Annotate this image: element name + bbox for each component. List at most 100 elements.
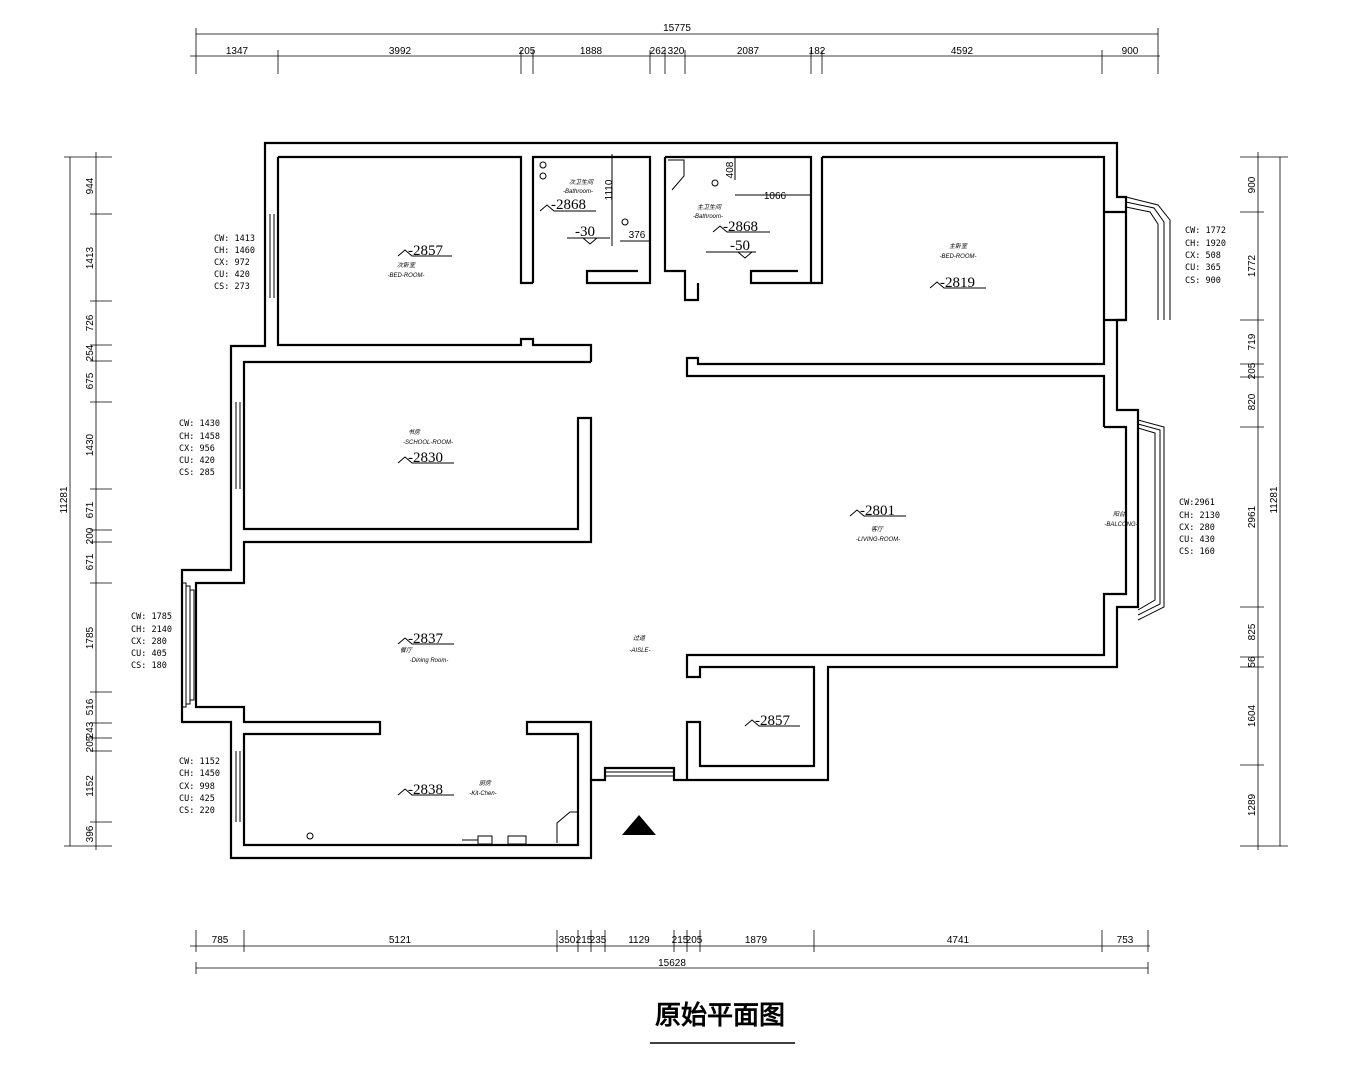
dim-bottom-seg: 5121: [389, 935, 412, 946]
fixtures: [306, 154, 811, 845]
svg-text:CH: 2130: CH: 2130: [1179, 511, 1220, 521]
elevation-school: -2830: [397, 450, 454, 466]
elevation-bed2: -2819: [929, 275, 986, 291]
svg-text:CS: 160: CS: 160: [1179, 547, 1215, 557]
dim-bottom-seg: 350: [559, 935, 576, 946]
room-label-cn: 餐厅: [400, 646, 413, 654]
elevation-kitchen: -2838: [397, 782, 454, 798]
svg-text:CS: 273: CS: 273: [214, 282, 250, 292]
room-label-en: -Bathroom-: [693, 214, 723, 220]
dim-left-seg: 671: [85, 553, 96, 570]
dim-top-seg: 3992: [389, 46, 412, 57]
inner-wall-outline: [278, 155, 533, 285]
bath2-height-dim: 408: [725, 161, 736, 178]
elevation-bath1: -2868: [539, 197, 596, 213]
elevation-store: -2857: [744, 713, 800, 729]
svg-text:-2857: -2857: [408, 243, 443, 259]
dim-bottom-seg: 785: [212, 935, 229, 946]
svg-text:-2868: -2868: [723, 219, 758, 235]
room-label-cn: 次卧室: [397, 261, 416, 269]
dim-bottom-seg: 1129: [628, 935, 650, 946]
window-school: [230, 402, 241, 489]
svg-text:CS: 220: CS: 220: [179, 806, 215, 816]
svg-text:-2838: -2838: [408, 782, 443, 798]
drain-icon: [621, 218, 629, 226]
dim-right-seg: 205: [1247, 362, 1258, 379]
svg-text:-2857: -2857: [755, 713, 790, 729]
dim-top-seg: 262: [650, 46, 667, 57]
dim-bottom-seg: 1879: [745, 935, 768, 946]
room-label-cn: 过道: [633, 634, 646, 642]
svg-text:CU: 425: CU: 425: [179, 794, 215, 804]
room-label-en: -BALCONG-: [1104, 522, 1137, 528]
svg-text:-2819: -2819: [940, 275, 975, 291]
svg-text:-50: -50: [730, 238, 750, 254]
svg-text:-30: -30: [575, 224, 595, 240]
dim-bottom-seg: 215: [576, 935, 593, 946]
dim-right-seg: 719: [1247, 333, 1258, 350]
svg-text:CU: 365: CU: 365: [1185, 263, 1221, 273]
elevation-bath2-floor: -50: [706, 238, 756, 259]
window-spec-w6: CW:2961 CH: 2130 CX: 280 CU: 430 CS: 160: [1179, 498, 1220, 557]
room-label-cn: 厨房: [479, 779, 492, 787]
svg-text:CW: 1152: CW: 1152: [179, 757, 220, 767]
room-label-en: -BED-ROOM-: [388, 273, 425, 279]
dim-top-seg: 1347: [226, 46, 249, 57]
svg-text:CW:2961: CW:2961: [1179, 498, 1215, 508]
dim-top-total: 15775: [663, 23, 691, 34]
svg-text:CH: 2140: CH: 2140: [131, 625, 172, 635]
dim-top-seg: 4592: [951, 46, 974, 57]
dim-bottom-seg: 215: [672, 935, 689, 946]
elevation-bath1-floor: -30: [567, 224, 610, 245]
svg-text:CS: 180: CS: 180: [131, 661, 167, 671]
sink-icon: [477, 835, 493, 845]
room-label-cn: 主卫生间: [697, 203, 722, 211]
dim-left-seg: 1430: [85, 433, 96, 456]
outer-wall: [180, 141, 1140, 860]
dim-left-seg: 726: [85, 314, 96, 331]
svg-text:CX: 956: CX: 956: [179, 444, 215, 454]
svg-text:-2868: -2868: [551, 197, 586, 213]
dim-left-seg: 254: [85, 344, 96, 361]
dim-left-total: 11281: [59, 486, 70, 514]
svg-text:CS: 900: CS: 900: [1185, 276, 1221, 286]
dim-left-seg: 1413: [85, 246, 96, 269]
dim-left-seg: 396: [85, 825, 96, 842]
window-spec-w2: CW: 1430 CH: 1458 CX: 956 CU: 420 CS: 28…: [179, 419, 220, 478]
svg-text:CU: 420: CU: 420: [179, 456, 215, 466]
dim-right-seg: 1772: [1247, 254, 1258, 277]
drain-icon: [539, 172, 547, 180]
dim-bottom-seg: 235: [590, 935, 607, 946]
room-label-cn: 书房: [408, 428, 421, 436]
dim-top-seg: 900: [1122, 46, 1139, 57]
window-spec-w4: CW: 1152 CH: 1450 CX: 998 CU: 425 CS: 22…: [179, 757, 220, 816]
room-label-cn: 客厅: [871, 525, 884, 533]
window-spec-w3: CW: 1785 CH: 2140 CX: 280 CU: 405 CS: 18…: [131, 612, 172, 671]
svg-text:CH: 1450: CH: 1450: [179, 769, 220, 779]
kitchen-fixture: [556, 811, 578, 843]
room-label-en: -Bathroom-: [563, 189, 593, 195]
window-kitchen: [230, 751, 241, 822]
dim-left-seg: 200: [85, 527, 96, 544]
dim-bottom-seg: 205: [686, 935, 703, 946]
dim-right-total: 11281: [1269, 486, 1280, 514]
dim-left-seg: 243: [85, 721, 96, 738]
dim-bottom-total: 15628: [658, 958, 686, 969]
windows: [182, 196, 1171, 822]
dimension-lines: [64, 28, 1288, 974]
dim-left-seg: 1785: [85, 626, 96, 649]
dim-right-seg: 825: [1247, 623, 1258, 640]
svg-text:CW: 1430: CW: 1430: [179, 419, 220, 429]
walls: [180, 141, 1140, 860]
bath1-height-dim: 1110: [604, 179, 615, 200]
elevation-bath2: -2868: [712, 219, 770, 235]
dim-left-seg: 944: [85, 177, 96, 194]
svg-text:CX: 972: CX: 972: [214, 258, 250, 268]
room-labels: 次卧室 -BED-ROOM- 次卫生间 -Bathroom- 主卫生间 -Bat…: [388, 178, 1138, 797]
svg-text:CW: 1413: CW: 1413: [214, 234, 255, 244]
stove-icon: [507, 835, 527, 845]
dim-right-seg: 820: [1247, 393, 1258, 410]
svg-text:CX: 998: CX: 998: [179, 782, 215, 792]
dim-top-seg: 182: [809, 46, 826, 57]
